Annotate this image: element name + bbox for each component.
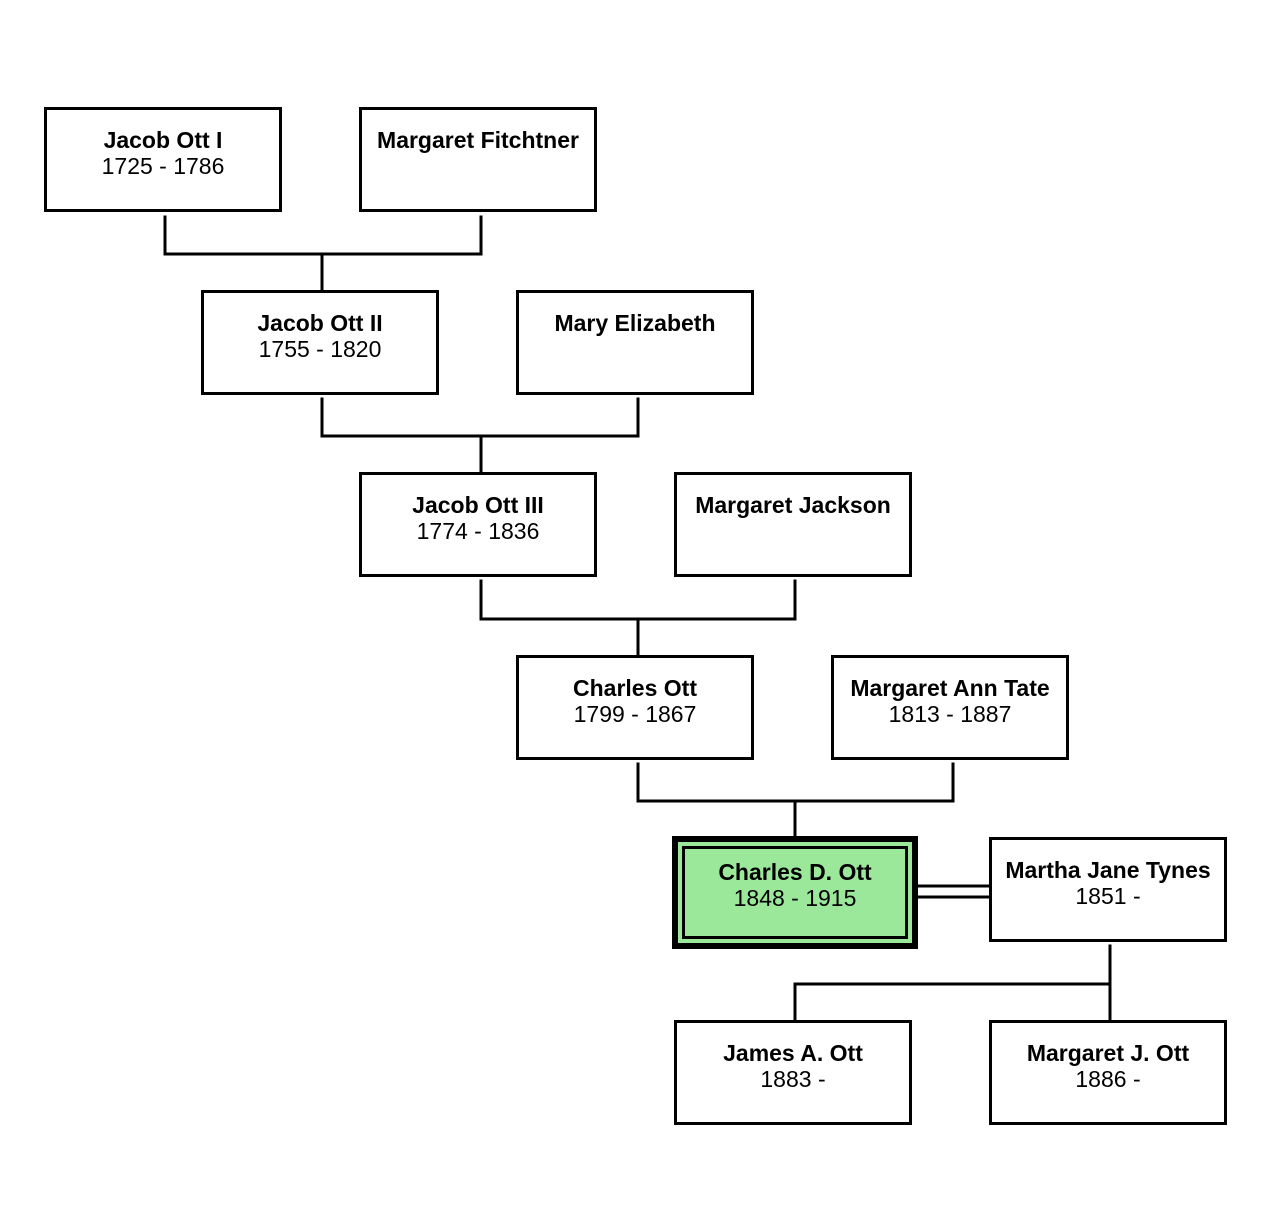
person-name: Mary Elizabeth <box>554 310 716 336</box>
person-name: Margaret J. Ott <box>1026 1040 1190 1066</box>
person-martha-jane-tynes[interactable]: Martha Jane Tynes 1851 - <box>989 837 1227 942</box>
person-charles-ott[interactable]: Charles Ott 1799 - 1867 <box>516 655 754 760</box>
person-name: Martha Jane Tynes <box>1005 857 1211 883</box>
person-name: James A. Ott <box>723 1040 863 1066</box>
connector-jacob-ii-mary-elizabeth <box>320 397 640 438</box>
person-margaret-jackson[interactable]: Margaret Jackson <box>674 472 912 577</box>
person-dates: 1755 - 1820 <box>258 336 382 362</box>
person-margaret-ann-tate[interactable]: Margaret Ann Tate 1813 - 1887 <box>831 655 1069 760</box>
person-jacob-ott-ii[interactable]: Jacob Ott II 1755 - 1820 <box>201 290 439 395</box>
person-name: Charles D. Ott <box>718 859 872 885</box>
person-dates: 1774 - 1836 <box>416 518 540 544</box>
person-name: Charles Ott <box>573 675 697 701</box>
person-dates: 1851 - <box>1075 883 1141 909</box>
person-name: Margaret Ann Tate <box>850 675 1050 701</box>
person-name: Jacob Ott I <box>103 127 223 153</box>
person-mary-elizabeth[interactable]: Mary Elizabeth <box>516 290 754 395</box>
connector-jacob-i-margaret-fitchtner <box>163 215 483 256</box>
person-jacob-ott-i[interactable]: Jacob Ott I 1725 - 1786 <box>44 107 282 212</box>
person-dates: 1848 - 1915 <box>733 885 857 911</box>
person-name: Margaret Fitchtner <box>377 127 579 153</box>
person-jacob-ott-iii[interactable]: Jacob Ott III 1774 - 1836 <box>359 472 597 577</box>
person-dates: 1813 - 1887 <box>888 701 1012 727</box>
person-james-a-ott[interactable]: James A. Ott 1883 - <box>674 1020 912 1125</box>
person-dates: 1883 - <box>760 1066 826 1092</box>
focus-inner-frame: Charles D. Ott 1848 - 1915 <box>682 846 908 939</box>
connector-jacob-iii-margaret-jackson <box>479 579 797 621</box>
connector-to-james-a-ott <box>793 982 1112 1022</box>
person-dates: 1886 - <box>1075 1066 1141 1092</box>
person-margaret-j-ott[interactable]: Margaret J. Ott 1886 - <box>989 1020 1227 1125</box>
person-name: Jacob Ott III <box>412 492 544 518</box>
person-dates: 1725 - 1786 <box>101 153 225 179</box>
person-charles-d-ott-focus[interactable]: Charles D. Ott 1848 - 1915 <box>672 836 918 949</box>
person-name: Jacob Ott II <box>257 310 383 336</box>
connector-charles-ott-margaret-ann-tate <box>636 762 955 803</box>
person-dates: 1799 - 1867 <box>573 701 697 727</box>
person-margaret-fitchtner[interactable]: Margaret Fitchtner <box>359 107 597 212</box>
person-name: Margaret Jackson <box>695 492 891 518</box>
